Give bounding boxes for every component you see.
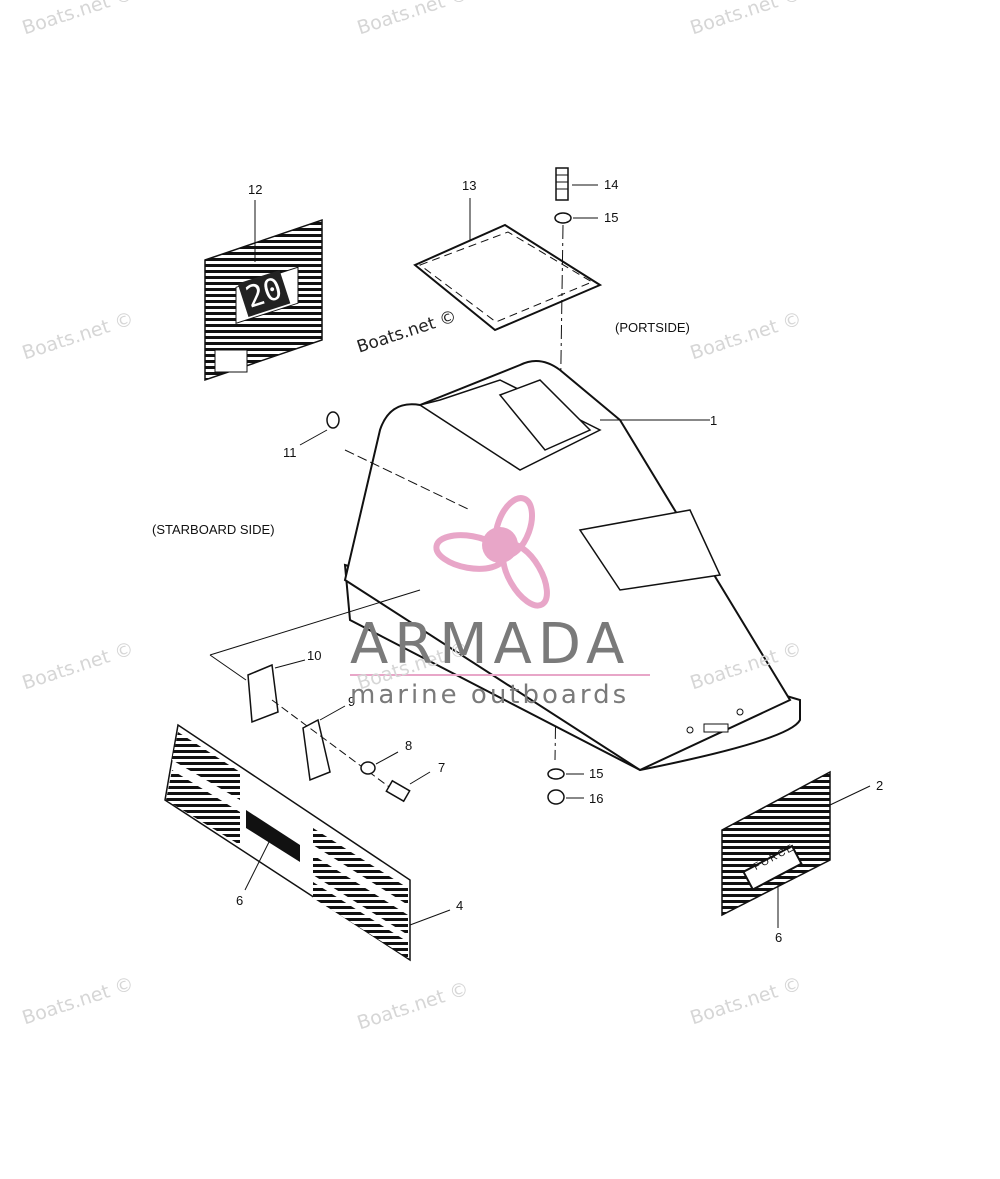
bracket-10 xyxy=(247,659,306,724)
callout-15: 15 xyxy=(589,766,604,781)
washer-15-top xyxy=(554,212,598,224)
callout-13: 13 xyxy=(462,178,477,193)
callout-4: 4 xyxy=(456,898,464,913)
top-cowl-1 xyxy=(343,360,801,772)
callout-11: 11 xyxy=(283,445,297,460)
callout-9: 9 xyxy=(348,694,356,709)
top-plate-13 xyxy=(413,198,603,332)
callout-6: 6 xyxy=(236,893,244,908)
bracket-9 xyxy=(302,705,346,782)
callout-2: 2 xyxy=(876,778,884,793)
callout-12: 12 xyxy=(248,182,263,197)
portside-label: (PORTSIDE) xyxy=(615,320,690,335)
screw-11 xyxy=(299,411,340,446)
callout-7: 7 xyxy=(438,760,446,775)
callout-15: 15 xyxy=(604,210,619,225)
nut-8 xyxy=(360,751,399,775)
callout-6: 6 xyxy=(775,930,783,945)
decal-4 xyxy=(164,723,451,962)
callout-1: 1 xyxy=(710,413,718,428)
brand-name: ARMADA xyxy=(350,612,631,677)
callout-14: 14 xyxy=(604,177,619,192)
decal-2 xyxy=(721,770,871,928)
bolt-14 xyxy=(555,167,598,201)
armada-logo-icon xyxy=(350,495,650,676)
nut-16 xyxy=(547,789,584,805)
washer-15-bottom xyxy=(547,768,584,780)
brand-tagline: marine outboards xyxy=(350,680,630,710)
starboard-label: (STARBOARD SIDE) xyxy=(152,522,275,537)
callout-16: 16 xyxy=(589,791,604,806)
callout-8: 8 xyxy=(405,738,413,753)
callout-10: 10 xyxy=(307,648,322,663)
bolt-7 xyxy=(385,771,431,803)
